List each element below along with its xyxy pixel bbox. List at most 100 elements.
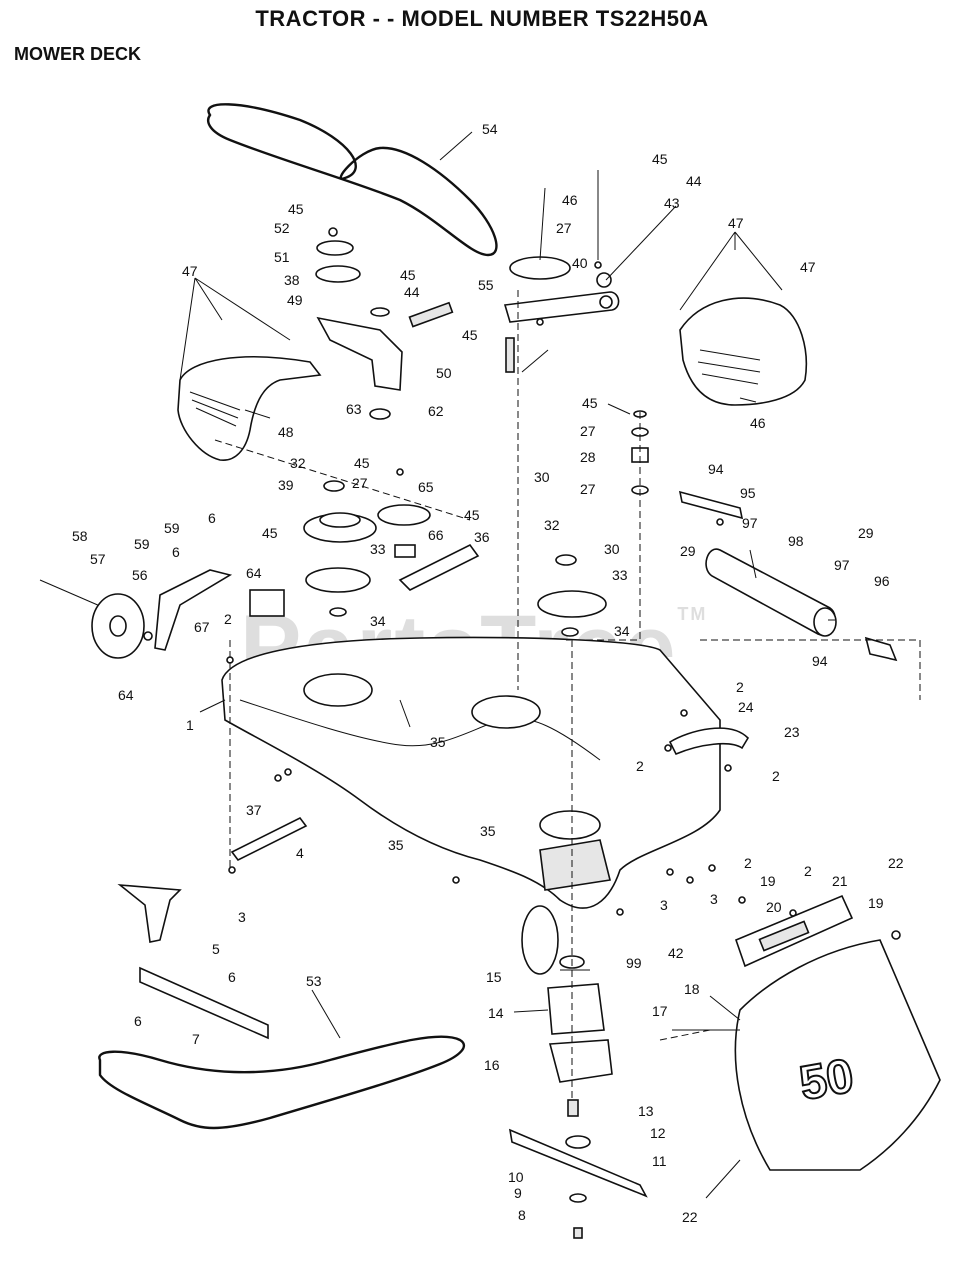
callout-45-b: 45 [400, 267, 416, 283]
callout-2-left: 2 [224, 611, 232, 627]
bolt-45-pulley [396, 468, 404, 476]
pulley-65 [377, 504, 431, 526]
chute-shield-23 [734, 939, 941, 1171]
callout-65: 65 [418, 479, 434, 495]
watermark-trademark: TM [677, 604, 708, 624]
callout-97-top: 97 [742, 515, 758, 531]
callout-12: 12 [650, 1125, 666, 1141]
bolt-2-hanger-b [724, 764, 732, 772]
bracket-61 [249, 589, 285, 617]
callout-2-deflector-a: 2 [744, 855, 752, 871]
callout-61: 64 [246, 565, 262, 581]
washer-62 [369, 408, 391, 420]
leader-47 [739, 397, 757, 403]
callout-17: 17 [652, 1003, 668, 1019]
callout-2-right: 2 [736, 679, 744, 695]
callout-57: 56 [132, 567, 148, 583]
callout-55: 54 [482, 121, 498, 137]
spacer-44b [370, 307, 390, 317]
callout-28: 28 [580, 449, 596, 465]
callout-45: 45 [288, 201, 304, 217]
bolt-3-b [666, 868, 674, 876]
callout-54: 53 [306, 973, 322, 989]
deck-contour [239, 699, 601, 761]
page-title: TRACTOR - - MODEL NUMBER TS22H50A [255, 6, 709, 31]
callout-30-right: 30 [604, 541, 620, 557]
callout-98: 98 [788, 533, 804, 549]
pulley-32a [305, 567, 371, 593]
callout-3-right: 3 [710, 891, 718, 907]
callout-45-top: 45 [652, 151, 668, 167]
spindle-shaft-13 [567, 1099, 579, 1117]
callout-45-c: 45 [462, 327, 478, 343]
align-line-f [700, 639, 921, 700]
bracket-66 [394, 544, 416, 558]
callout-27-top: 27 [556, 220, 572, 236]
front-hanger-24 [668, 727, 750, 756]
leader-55 [439, 131, 473, 161]
right-shield-ribs [697, 349, 761, 385]
callout-33-right: 34 [614, 623, 630, 639]
callout-59: 58 [72, 528, 88, 544]
callout-44: 44 [404, 284, 420, 300]
callout-67: 67 [194, 619, 210, 635]
right-belt-shield [679, 297, 808, 406]
bolt-3-a [228, 866, 236, 874]
callout-15: 15 [486, 969, 502, 985]
callout-94-right: 94 [812, 653, 828, 669]
callout-33-left: 34 [370, 613, 386, 629]
callout-21: 21 [832, 873, 848, 889]
callout-34: 35 [480, 823, 496, 839]
section-title: MOWER DECK [14, 44, 141, 64]
leader-98 [749, 549, 757, 579]
bolt-22 [891, 930, 901, 940]
gauge-wheel-hub [109, 615, 127, 637]
washer-33a [329, 607, 347, 617]
callout-14: 14 [488, 1005, 504, 1021]
stabilizer-rod-7 [139, 966, 269, 1040]
leader-45-stack [607, 403, 631, 415]
callout-19-a: 19 [760, 873, 776, 889]
bolt-3-c [708, 864, 716, 872]
stabilizer-bracket-5 [117, 883, 182, 943]
callout-23: 22 [682, 1209, 698, 1225]
callout-13: 13 [638, 1103, 654, 1119]
callout-25: 24 [738, 699, 754, 715]
callout-29-left: 29 [680, 543, 696, 559]
washer-44 [596, 272, 612, 288]
callout-47: 46 [750, 415, 766, 431]
washer-9 [569, 1193, 587, 1203]
leader-18 [709, 995, 741, 1021]
align-line-e [214, 439, 471, 521]
leader-48-right [679, 231, 783, 311]
callout-6-b: 6 [172, 544, 180, 560]
callout-43: 43 [664, 195, 680, 211]
mower-deck-housing [221, 636, 721, 909]
callout-36: 37 [246, 802, 262, 818]
bolt-36-b [284, 768, 292, 776]
callout-labels: 54 45 52 51 38 49 47 45 44 55 45 50 63 6… [72, 121, 904, 1225]
left-belt-shield [177, 356, 322, 461]
bolt-2-deflector-a [738, 896, 746, 904]
callout-6-c: 6 [228, 969, 236, 985]
wheel-bracket-57 [154, 569, 233, 651]
callout-3-center: 3 [660, 897, 668, 913]
spindle-pulley-14 [547, 983, 605, 1035]
callout-62: 62 [428, 403, 444, 419]
washer-43 [599, 295, 613, 309]
nut-31b [555, 554, 577, 566]
callout-30-top: 30 [534, 469, 550, 485]
callout-45-d: 45 [354, 455, 370, 471]
deck-wheel [521, 905, 559, 975]
bolt-99 [616, 908, 624, 916]
callout-38: 38 [284, 272, 300, 288]
callout-95: 95 [740, 485, 756, 501]
leader-46 [539, 187, 546, 261]
callout-97-right: 97 [834, 557, 850, 573]
callout-31-left: 32 [290, 455, 306, 471]
bolt-29 [716, 518, 724, 526]
washer-33b [561, 627, 579, 637]
callout-11: 11 [652, 1153, 667, 1169]
bolt-35 [452, 876, 460, 884]
bolt-45-arm [536, 318, 544, 326]
